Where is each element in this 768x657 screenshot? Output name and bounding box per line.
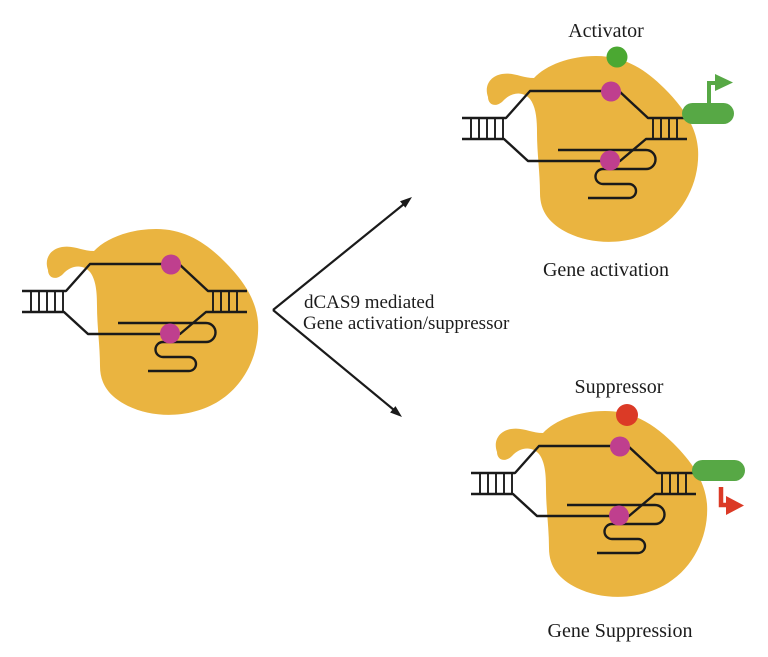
dcas9-complex-suppression (469, 409, 709, 599)
suppressor-dot-icon (616, 404, 638, 426)
dcas9-complex-left (20, 227, 260, 417)
branch-label-line1: dCAS9 mediated (304, 292, 435, 313)
gene-box-activation (682, 103, 734, 124)
activator-dot-icon (606, 46, 628, 68)
transcription-off-icon (718, 487, 744, 515)
transcription-on-icon (707, 74, 733, 104)
label-activator: Activator (568, 20, 644, 42)
label-gene-suppression: Gene Suppression (548, 620, 693, 642)
branch-arrow-activation (272, 197, 412, 311)
branch-label-line2: Gene activation/suppressor (303, 313, 510, 334)
label-gene-activation: Gene activation (543, 259, 669, 281)
arrowhead-up-icon (400, 197, 412, 208)
branch-arrow-suppression (272, 309, 402, 417)
arrowhead-down-icon (390, 406, 402, 417)
dcas9-complex-activation (460, 54, 700, 244)
label-suppressor: Suppressor (575, 376, 664, 398)
gene-box-suppression (692, 460, 745, 481)
